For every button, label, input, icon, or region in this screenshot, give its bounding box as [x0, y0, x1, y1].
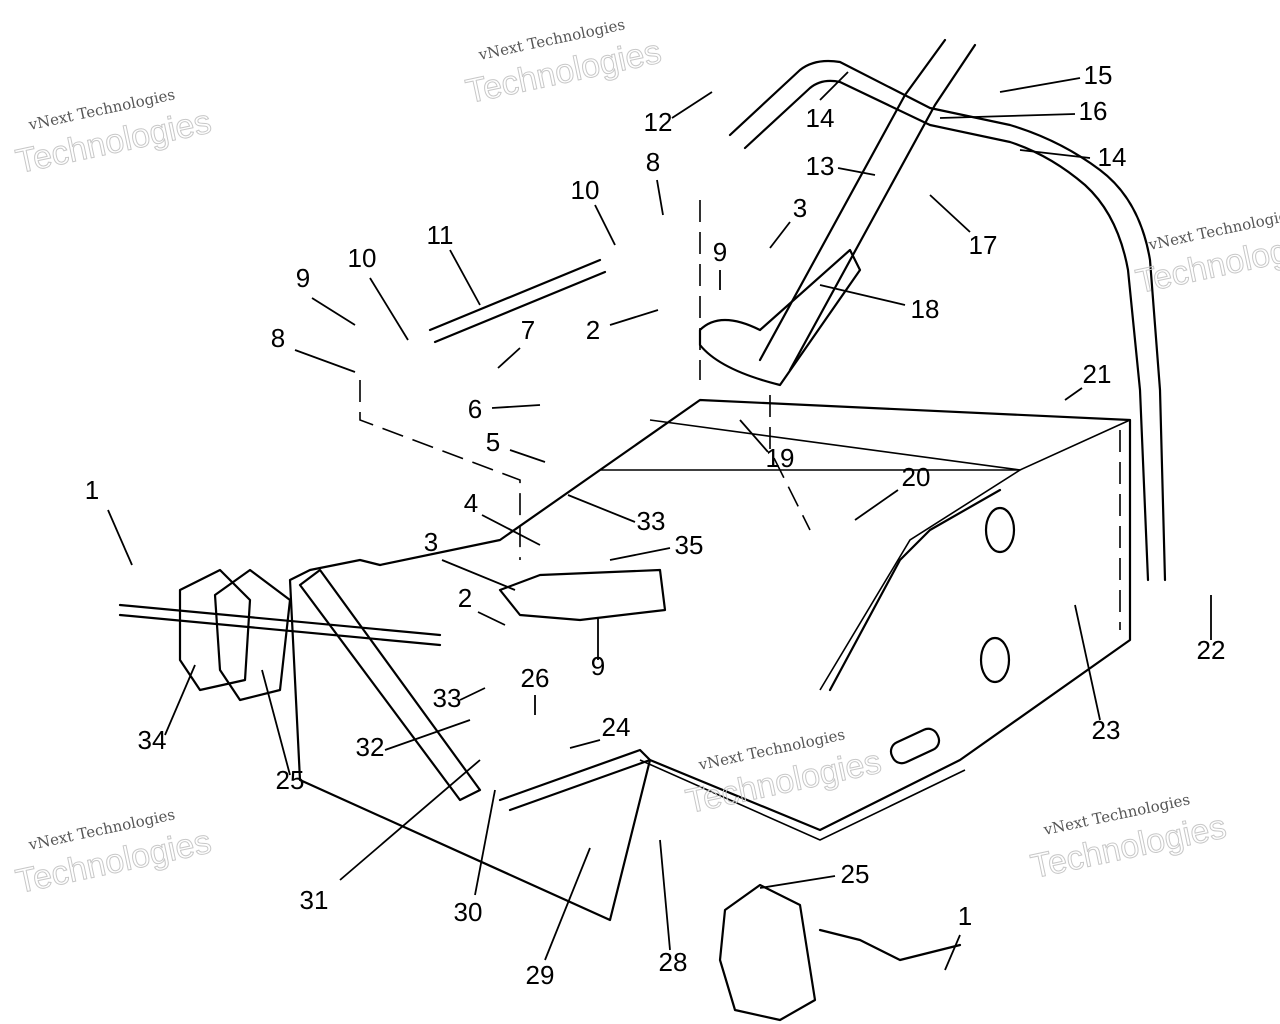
leader-line	[369, 277, 409, 341]
callout-22: 22	[1197, 635, 1226, 665]
leader-line	[671, 91, 713, 119]
callout-19: 19	[766, 443, 795, 473]
leader-line	[819, 284, 906, 306]
leader-line	[837, 167, 876, 176]
callout-28: 28	[659, 947, 688, 977]
leader-line	[929, 194, 971, 233]
callout-33: 33	[433, 683, 462, 713]
leader-line	[491, 404, 541, 409]
callout-31: 31	[300, 885, 329, 915]
callout-9: 9	[713, 237, 727, 267]
leader-line	[497, 347, 521, 369]
callout-2: 2	[458, 583, 472, 613]
callout-10: 10	[348, 243, 377, 273]
callout-13: 13	[806, 151, 835, 181]
leader-line	[509, 449, 546, 463]
callout-15: 15	[1084, 60, 1113, 90]
leader-line	[459, 687, 486, 701]
callout-21: 21	[1083, 359, 1112, 389]
callout-24: 24	[602, 712, 631, 742]
leader-line	[107, 509, 133, 566]
callout-23: 23	[1092, 715, 1121, 745]
callout-7: 7	[521, 315, 535, 345]
callout-8: 8	[646, 147, 660, 177]
leader-line	[1074, 604, 1101, 721]
callout-35: 35	[675, 530, 704, 560]
leader-line	[294, 349, 356, 373]
leader-line	[481, 514, 541, 546]
leader-line	[449, 249, 481, 306]
leader-line	[569, 739, 601, 749]
callout-29: 29	[526, 960, 555, 990]
leader-line	[819, 71, 849, 101]
callout-12: 12	[644, 107, 673, 137]
callout-25: 25	[841, 859, 870, 889]
callout-14: 14	[1098, 142, 1127, 172]
frame-drawing	[118, 38, 1167, 1022]
callout-25: 25	[276, 765, 305, 795]
callout-3: 3	[793, 193, 807, 223]
leader-line	[1064, 387, 1083, 401]
leader-line	[474, 789, 496, 896]
callout-18: 18	[911, 294, 940, 324]
callout-3: 3	[424, 527, 438, 557]
callout-4: 4	[464, 488, 478, 518]
leader-line	[854, 489, 899, 521]
leader-line	[311, 297, 356, 326]
leader-line	[477, 611, 506, 626]
callout-8: 8	[271, 323, 285, 353]
callout-33: 33	[637, 506, 666, 536]
leader-line	[261, 669, 291, 776]
callout-14: 14	[806, 103, 835, 133]
callout-11: 11	[427, 220, 454, 250]
leader-line	[567, 494, 636, 523]
callout-30: 30	[454, 897, 483, 927]
callout-32: 32	[356, 732, 385, 762]
leader-line	[944, 934, 961, 971]
leader-line	[739, 419, 769, 453]
callout-26: 26	[521, 663, 550, 693]
callout-9: 9	[591, 651, 605, 681]
leader-line	[999, 77, 1081, 93]
leader-line	[939, 113, 1076, 119]
leader-line	[164, 664, 196, 736]
callout-5: 5	[486, 427, 500, 457]
callout-9: 9	[296, 263, 310, 293]
callout-6: 6	[468, 394, 482, 424]
callout-2: 2	[586, 315, 600, 345]
callout-17: 17	[969, 230, 998, 260]
callout-34: 34	[138, 725, 167, 755]
leader-line	[384, 719, 471, 751]
callout-16: 16	[1079, 96, 1108, 126]
leader-line	[656, 179, 664, 216]
callout-10: 10	[571, 175, 600, 205]
callout-20: 20	[902, 462, 931, 492]
leader-line	[759, 875, 836, 889]
leader-line	[1019, 149, 1091, 159]
leader-line	[339, 759, 481, 881]
callout-1: 1	[958, 901, 972, 931]
leader-line	[544, 847, 591, 961]
callout-1: 1	[85, 475, 99, 505]
leader-line	[441, 559, 516, 591]
leader-line	[769, 221, 791, 249]
leader-line	[594, 204, 616, 246]
leader-line	[609, 547, 671, 561]
leader-line	[659, 839, 671, 951]
leader-line	[609, 309, 659, 326]
leader-lines	[107, 71, 1212, 971]
